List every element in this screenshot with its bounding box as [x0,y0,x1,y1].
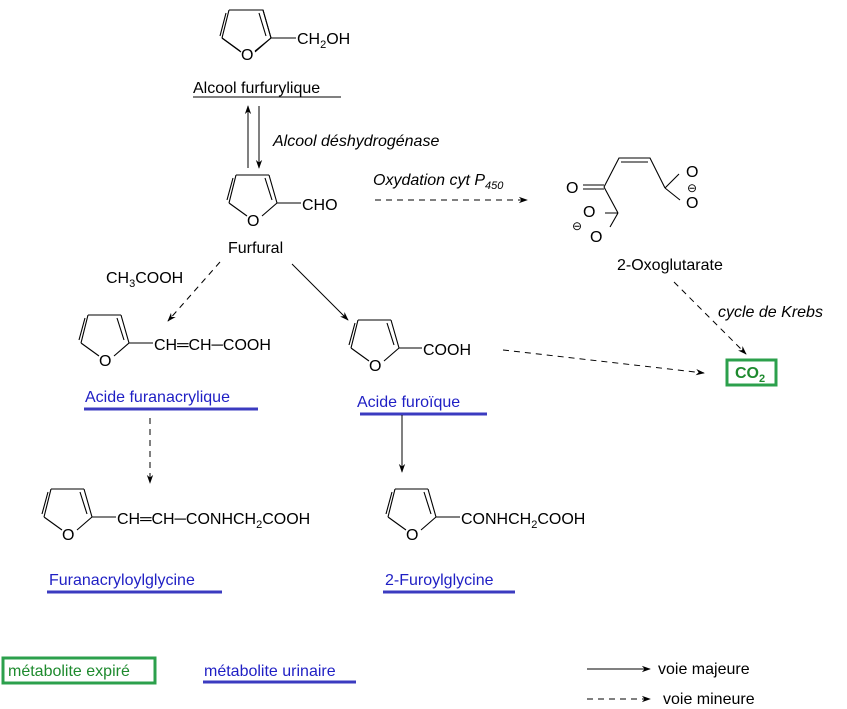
ring-oxygen: O [369,358,381,375]
compound-name: Furfural [228,240,283,257]
furanacryloylglycine: O CH═CH─CONHCH2COOH Furanacryloylglycine [41,488,310,594]
side-chain: CH═CH─CONHCH2COOH [117,511,310,531]
furan-ring-icon: O [219,9,272,64]
furoic-co2-arrow [502,349,705,376]
furoic-arrow [291,263,349,321]
keto-oxygen: O [566,180,578,197]
legend-minor: voie mineure [663,691,755,708]
carboxylate-oxygen: O [583,204,595,221]
substituent: CHO [302,197,338,214]
furoylglycine: O CONHCH2COOH 2-Furoylglycine [383,488,585,594]
legend-major: voie majeure [658,661,750,678]
compound-name: Acide furanacrylique [85,389,230,406]
furoic-acid: O COOH Acide furoïque [348,319,487,416]
substituent: CH2OH [297,31,350,51]
oxoglutarate: O O O ⊖ O O ⊖ 2-Oxoglutarate [566,157,723,274]
acetic-acid-label: CH3COOH [106,270,183,290]
compound-name: 2-Oxoglutarate [617,257,723,274]
compound-name: Alcool furfurylique [193,80,320,97]
ring-oxygen: O [406,527,418,544]
carboxylate-oxygen: O [590,229,602,246]
acetic-arrow [167,261,221,322]
krebs-arrow [673,281,747,355]
substituent: COOH [423,342,471,359]
legend-expired-box [1,656,157,685]
furfuryl-alcohol: O CH2OH Alcool furfurylique [193,9,350,98]
compound-name: 2-Furoylglycine [385,572,494,589]
carboxylate-oxygen: O [686,195,698,212]
ring-oxygen: O [247,213,259,230]
oxidation-label: Oxydation cyt P450 [373,172,504,192]
krebs-label: cycle de Krebs [718,304,823,321]
ring-oxygen: O [241,47,253,64]
compound-name: Furanacryloylglycine [49,572,195,589]
carboxylate-oxygen: O [686,164,698,181]
furanacrylic-acid: O CH═CH─COOH Acide furanacrylique [78,314,271,411]
side-chain: CH═CH─COOH [154,337,271,354]
side-chain: CONHCH2COOH [461,511,585,531]
co2-expired: CO2 [725,358,778,387]
legend-expired: métabolite expiré [8,663,130,680]
furfural: O CHO Furfural [226,174,338,257]
enzyme-label: Alcool déshydrogénase [272,133,439,150]
ring-oxygen: O [99,353,111,370]
negative-charge-icon: ⊖ [572,219,582,233]
compound-name: Acide furoïque [357,394,460,411]
legend: métabolite expiré métabolite urinaire vo… [1,656,755,708]
negative-charge-icon: ⊖ [687,181,697,195]
co2-label: CO2 [735,365,765,385]
legend-urinary: métabolite urinaire [204,663,336,680]
ring-oxygen: O [62,527,74,544]
